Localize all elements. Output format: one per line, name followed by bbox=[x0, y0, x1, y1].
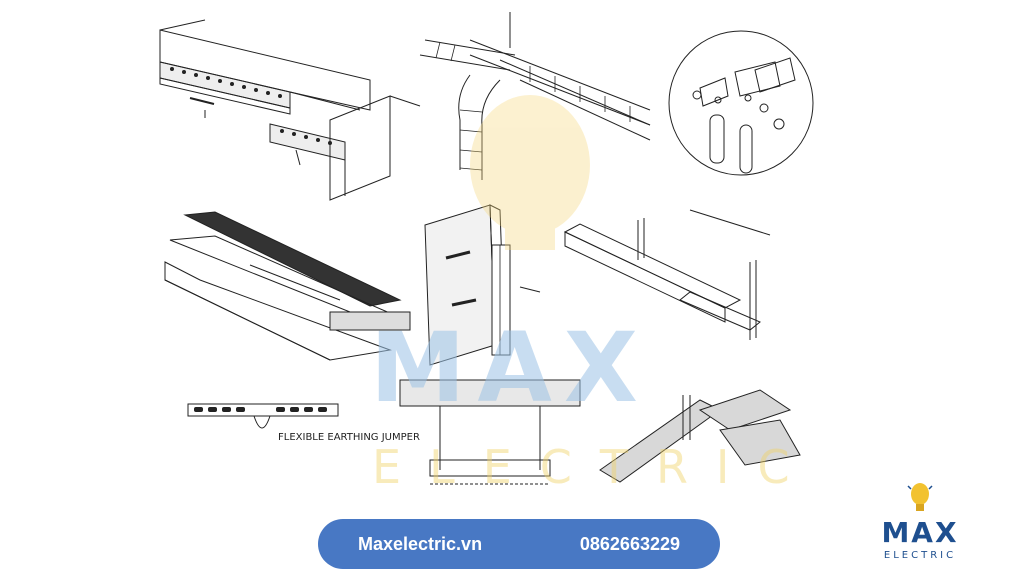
drawing-ladder-tee bbox=[419, 12, 651, 180]
bulb-watermark bbox=[470, 95, 590, 250]
logo-title: MAX bbox=[881, 516, 959, 549]
drawing-cross-junction bbox=[599, 389, 801, 483]
drawing-pendant-tray bbox=[563, 209, 771, 340]
drawing-tray-roof-slab bbox=[164, 211, 411, 361]
drawing-tray-support-flange bbox=[159, 19, 421, 201]
drawing-connector-detail bbox=[668, 30, 814, 176]
drawing-wall-bracket bbox=[424, 204, 541, 366]
earthing-jumper-label: FLEXIBLE EARTHING JUMPER bbox=[278, 432, 420, 443]
contact-bar: Maxelectric.vn 0862663229 bbox=[318, 519, 720, 569]
brand-logo: MAX ELECTRIC bbox=[872, 480, 968, 572]
website-link[interactable]: Maxelectric.vn bbox=[358, 533, 483, 554]
drawing-suspended-section bbox=[399, 379, 581, 485]
logo-subtitle: ELECTRIC bbox=[883, 550, 957, 561]
lightbulb-icon bbox=[907, 483, 933, 511]
watermark-title: MAX bbox=[370, 312, 650, 424]
phone-number[interactable]: 0862663229 bbox=[579, 533, 680, 554]
tray-perforations-1 bbox=[170, 67, 332, 145]
watermark-subtitle: ELECTRIC bbox=[372, 440, 818, 494]
